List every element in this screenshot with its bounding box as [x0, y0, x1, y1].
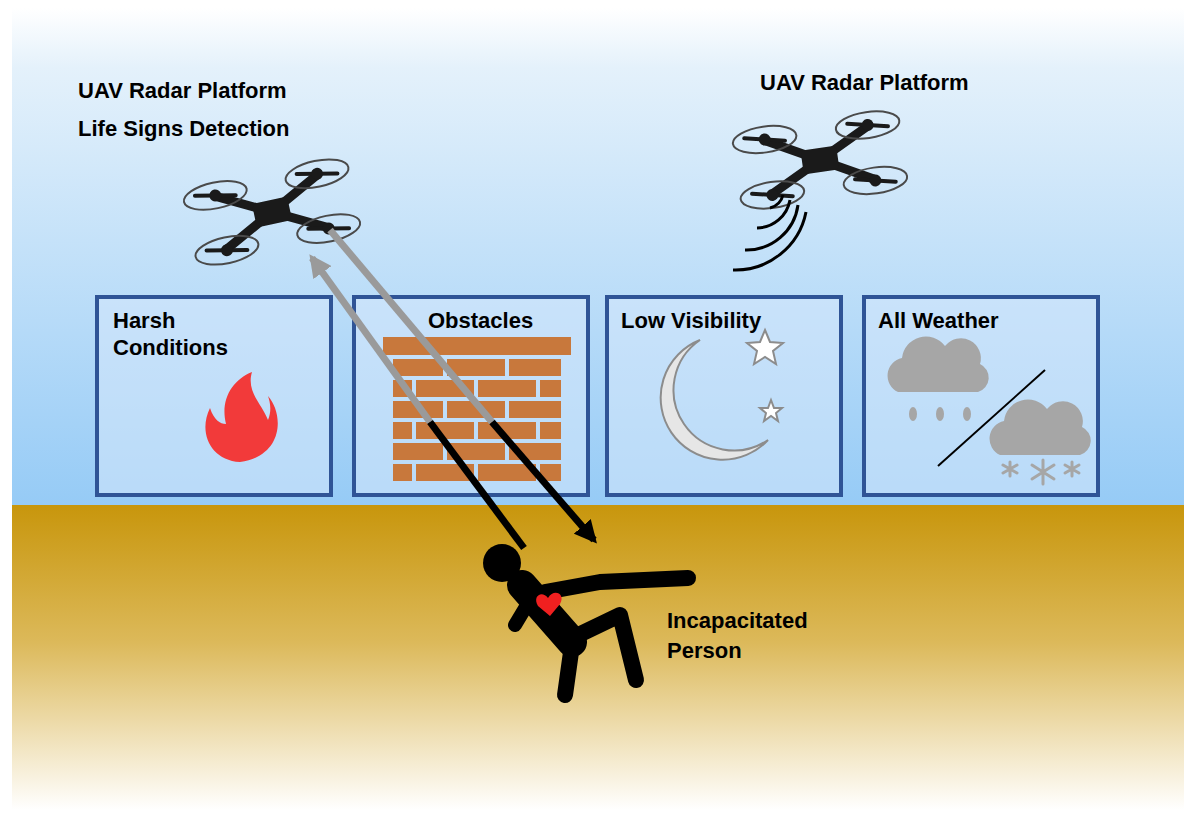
condition-box: Low Visibility [605, 295, 843, 497]
star-icon [747, 330, 783, 364]
sky [12, 8, 1184, 505]
brick-cap [383, 337, 571, 355]
fire-icon [205, 372, 277, 462]
transmit-signal [492, 422, 594, 540]
snow-cloud [990, 399, 1091, 484]
moon-icon [661, 340, 768, 460]
condition-box: Harsh Conditions [95, 295, 333, 497]
star-icon [760, 400, 782, 421]
transmit-signal [330, 230, 492, 422]
ground [12, 505, 1184, 810]
person-label: Incapacitated Person [667, 606, 837, 666]
box-title: All Weather [878, 307, 1098, 334]
drone-label: UAV Radar Platform [78, 76, 287, 106]
drone-label: UAV Radar Platform [760, 68, 969, 98]
radar-waves [733, 195, 806, 270]
drone-label: Life Signs Detection [78, 114, 289, 144]
brick-wall [393, 357, 561, 481]
drone-right [731, 108, 909, 213]
person-figure [483, 544, 688, 695]
rain-cloud [888, 336, 989, 421]
drone-left [181, 154, 362, 269]
condition-box: All Weather [862, 295, 1100, 497]
radar-signal [312, 230, 594, 548]
box-title: Obstacles [428, 307, 588, 334]
box-title: Low Visibility [621, 307, 841, 334]
box-title: Harsh Conditions [113, 307, 263, 361]
